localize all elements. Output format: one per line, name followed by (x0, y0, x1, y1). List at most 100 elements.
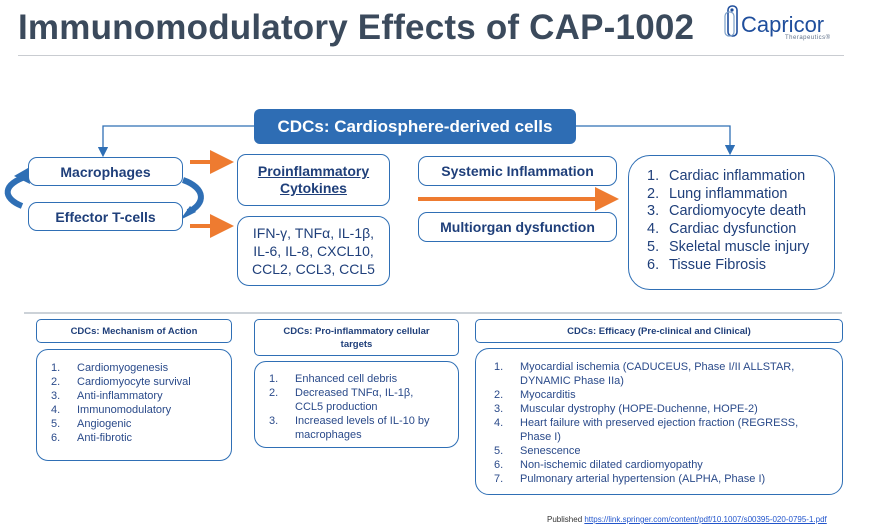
list-item: 2. Decreased TNFα, IL-1β, (269, 386, 458, 400)
logo-wordmark: Capricor (741, 12, 825, 37)
list-text: Myocarditis (520, 389, 576, 401)
multiorgan-dysfunction-box: Multiorgan dysfunction (418, 212, 617, 242)
list-text: Phase I) (520, 431, 561, 443)
connector-left (97, 125, 254, 158)
targets-list: 1. Enhanced cell debris 2. Decreased TNFα,… (269, 372, 458, 442)
list-text: DYNAMIC Phase IIa) (520, 375, 624, 387)
list-number: 5. (51, 418, 61, 430)
list-number: 2. (647, 185, 660, 202)
list-text: Senescence (520, 445, 581, 457)
footer-prefix: Published (547, 515, 585, 524)
list-text: Enhanced cell debris (295, 373, 398, 385)
list-number: 5. (647, 238, 660, 255)
list-number: 7. (494, 473, 504, 485)
list-item: 5. Skeletal muscle injury (647, 239, 834, 257)
list-number: 4. (647, 221, 660, 238)
list-number: 1. (51, 362, 61, 374)
list-item: 6. Non-ischemic dilated cardiomyopathy (494, 458, 842, 472)
list-number: 3. (269, 415, 279, 427)
list-text: Pulmonary arterial hypertension (ALPHA, … (520, 473, 766, 485)
list-number: 2. (51, 376, 61, 388)
list-text: Lung inflammation (669, 185, 788, 202)
list-item: 4. Immunomodulatory (51, 403, 231, 417)
list-number: 6. (51, 432, 61, 444)
logo-tagline: Therapeutics® (785, 35, 831, 41)
list-item: 5. Senescence (494, 444, 842, 458)
proinflammatory-cytokines-box: Proinflammatory Cytokines (237, 154, 390, 206)
list-text: Cardiac dysfunction (669, 221, 797, 238)
cytokine-line: CCL2, CCL3, CCL5 (252, 261, 375, 277)
list-text: Immunomodulatory (77, 404, 172, 416)
list-item: 5.Angiogenic (51, 417, 231, 431)
list-text: Non-ischemic dilated cardiomyopathy (520, 459, 703, 471)
list-number: 6. (494, 459, 504, 471)
list-text: Tissue Fibrosis (669, 256, 766, 273)
moa-header: CDCs: Mechanism of Action (36, 319, 232, 343)
systemic-inflammation-box: Systemic Inflammation (418, 156, 617, 186)
proinflammatory-line2: Cytokines (280, 180, 347, 196)
outcomes-list: 1. Cardiac inflammation 2. Lung inflammati… (647, 168, 834, 274)
targets-header-line1: CDCs: Pro-inflammatory cellular (283, 325, 430, 337)
moa-box: 1. Cardiomyogenesis 2. Cardiomyocyte survi… (36, 349, 232, 461)
cytokine-list-box: IFN-γ, TNFα, IL-1β, IL-6, IL-8, CXCL10, … (237, 216, 390, 286)
title-divider (18, 55, 844, 56)
list-item-continuation: DYNAMIC Phase IIa) (494, 374, 842, 388)
list-text: Heart failure with preserved ejection fr… (520, 417, 799, 429)
list-item: 1. Enhanced cell debris (269, 372, 458, 386)
list-text: Cardiomyocyte death (669, 203, 807, 220)
list-text: Increased levels of IL-10 by (295, 415, 430, 427)
list-item: 4. Heart failure with preserved ejection … (494, 416, 842, 430)
list-number: 1. (269, 373, 279, 385)
efficacy-box: 1. Myocardial ischemia (CADUCEUS, Phase I… (475, 348, 843, 495)
cycle-arrow-right (181, 177, 204, 215)
list-text: Myocardial ischemia (CADUCEUS, Phase I/I… (520, 361, 795, 373)
list-item: 2. Lung inflammation (647, 186, 834, 204)
list-item: 3. Cardiomyocyte death (647, 203, 834, 221)
list-text: Skeletal muscle injury (669, 238, 810, 255)
list-item-continuation: macrophages (269, 428, 458, 442)
effector-t-cells-box: Effector T-cells (28, 202, 183, 231)
cytokine-line: IL-6, IL-8, CXCL10, (253, 243, 374, 259)
list-text: Cardiomyogenesis (77, 362, 169, 374)
list-text: Cardiac inflammation (669, 168, 806, 184)
list-item-continuation: CCL5 production (269, 400, 458, 414)
list-item: 2. Cardiomyocyte survival (51, 375, 231, 389)
targets-header-line2: targets (340, 338, 373, 350)
list-number: 1. (647, 168, 660, 184)
list-item: 3. Increased levels of IL-10 by (269, 414, 458, 428)
list-text: Anti-inflammatory (77, 390, 163, 402)
cdc-header-box: CDCs: Cardiosphere-derived cells (254, 109, 576, 144)
list-item: 4. Cardiac dysfunction (647, 221, 834, 239)
efficacy-header: CDCs: Efficacy (Pre-clinical and Clinica… (475, 319, 843, 343)
efficacy-list: 1. Myocardial ischemia (CADUCEUS, Phase I… (494, 360, 842, 486)
source-link[interactable]: https://link.springer.com/content/pdf/10… (584, 515, 827, 524)
list-number: 6. (647, 256, 660, 273)
list-text: Anti-fibrotic (77, 432, 133, 444)
list-item: 3.Anti-inflammatory (51, 389, 231, 403)
list-number: 3. (494, 403, 504, 415)
list-number: 4. (51, 404, 61, 416)
list-number: 2. (269, 387, 279, 399)
connector-right (576, 125, 736, 156)
list-item: 1. Cardiac inflammation (647, 168, 834, 186)
list-number: 4. (494, 417, 504, 429)
list-text: Decreased TNFα, IL-1β, (295, 387, 414, 399)
list-number: 5. (494, 445, 504, 457)
list-item: 6. Tissue Fibrosis (647, 257, 834, 275)
list-number: 3. (647, 203, 660, 220)
list-item: 6. Anti-fibrotic (51, 431, 231, 445)
list-number: 1. (494, 361, 504, 373)
list-item: 1. Cardiomyogenesis (51, 361, 231, 375)
list-item: 2.Myocarditis (494, 388, 842, 402)
list-item: 3.Muscular dystrophy (HOPE-Duchenne, HOP… (494, 402, 842, 416)
list-text: CCL5 production (295, 401, 378, 413)
proinflammatory-line1: Proinflammatory (257, 163, 370, 179)
list-text: Cardiomyocyte survival (77, 376, 191, 388)
list-item: 1. Myocardial ischemia (CADUCEUS, Phase I… (494, 360, 842, 374)
footer-citation: Published https://link.springer.com/cont… (547, 515, 827, 524)
macrophages-box: Macrophages (28, 157, 183, 186)
moa-list: 1. Cardiomyogenesis 2. Cardiomyocyte survi… (51, 361, 231, 445)
cytokine-line: IFN-γ, TNFα, IL-1β, (252, 225, 375, 241)
list-item: 7. Pulmonary arterial hypertension (ALPHA… (494, 472, 842, 486)
